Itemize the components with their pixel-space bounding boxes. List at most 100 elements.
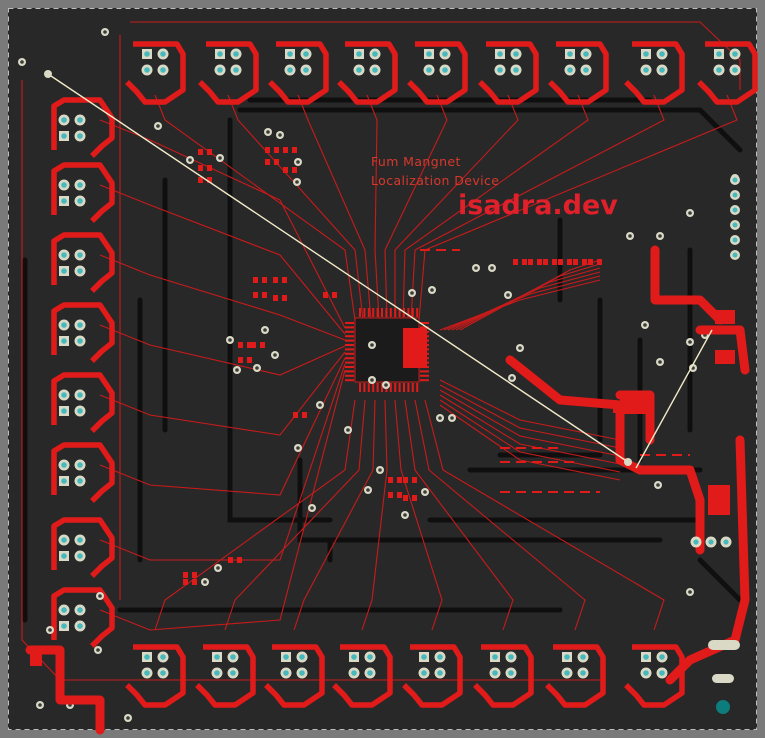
connector-header-left-1[interactable] [51, 97, 115, 158]
connector-copper [125, 644, 186, 708]
signal-trace [451, 267, 601, 331]
via-hole [658, 360, 662, 364]
smd-pad [528, 259, 533, 265]
via-hole [643, 323, 647, 327]
via-hole [510, 376, 514, 380]
signal-trace [439, 404, 621, 481]
connector-header-top-4[interactable] [337, 41, 398, 105]
signal-trace [99, 254, 346, 341]
via-hole [688, 590, 692, 594]
ic-pin [385, 308, 388, 317]
smd-pad [397, 477, 402, 483]
smd-pad [183, 579, 188, 585]
via-hole [156, 124, 160, 128]
ic-pin [345, 322, 354, 324]
top-connector-row[interactable] [125, 41, 758, 105]
connector-header-bottom-5[interactable] [402, 644, 463, 708]
drill-hole [61, 462, 67, 468]
connector-header-bottom-8[interactable] [624, 644, 685, 708]
via-hole [628, 234, 632, 238]
ratsnest-line [635, 329, 713, 469]
connector-header-top-1[interactable] [125, 41, 186, 105]
drill-hole [160, 67, 166, 73]
connector-header-top-8[interactable] [624, 41, 685, 105]
drill-hole [659, 654, 665, 660]
drill-hole [214, 654, 220, 660]
drill-hole [77, 408, 83, 414]
smd-pad [323, 292, 328, 298]
drill-hole [77, 182, 83, 188]
ratsnest-airwires [44, 70, 713, 469]
connector-header-bottom-7[interactable] [545, 644, 606, 708]
signal-trace [394, 399, 443, 631]
ic-pin [416, 308, 419, 317]
drill-hole [214, 670, 220, 676]
smd-pad [537, 259, 542, 265]
drill-hole [351, 654, 357, 660]
connector-header-left-6[interactable] [51, 442, 115, 503]
signal-trace [443, 275, 601, 331]
connector-header-left-8[interactable] [51, 587, 115, 648]
smd-pad [412, 357, 417, 363]
via-hole [423, 490, 427, 494]
slot-pad [712, 674, 734, 683]
left-connector-column[interactable] [51, 97, 115, 648]
via-hole [203, 580, 207, 584]
connector-header-left-2[interactable] [51, 162, 115, 223]
drill-hole [356, 51, 362, 57]
power-trace [635, 465, 705, 555]
drill-hole [61, 182, 67, 188]
ic-pin [345, 326, 354, 329]
connector-header-top-3[interactable] [268, 41, 329, 105]
smd-pad [403, 357, 408, 363]
connector-header-left-7[interactable] [51, 517, 115, 578]
bottom-connector-row[interactable] [125, 644, 685, 708]
via-hole [656, 483, 660, 487]
ic-pin [359, 383, 361, 392]
connector-header-bottom-6[interactable] [473, 644, 534, 708]
connector-header-top-6[interactable] [478, 41, 539, 105]
via-hole [318, 403, 322, 407]
drill-hole [287, 51, 293, 57]
smd-pad [192, 572, 197, 578]
right-pin-header[interactable] [730, 175, 740, 260]
drill-hole [77, 623, 83, 629]
drill-hole [77, 133, 83, 139]
drill-hole [299, 654, 305, 660]
drill-hole [492, 654, 498, 660]
connector-header-bottom-1[interactable] [125, 644, 186, 708]
signal-traces [21, 21, 741, 681]
connector-header-left-3[interactable] [51, 232, 115, 293]
ic-pin [345, 357, 354, 360]
drill-hole [497, 51, 503, 57]
smd-pad [388, 477, 393, 483]
connector-copper [268, 41, 329, 105]
main-microcontroller[interactable] [345, 308, 429, 392]
connector-header-left-4[interactable] [51, 302, 115, 363]
connector-header-top-2[interactable] [198, 41, 259, 105]
connector-header-top-5[interactable] [407, 41, 468, 105]
drill-hole [233, 51, 239, 57]
signal-trace [224, 399, 366, 631]
ic-pin [345, 344, 354, 346]
connector-copper [51, 97, 115, 158]
connector-header-bottom-2[interactable] [195, 644, 256, 708]
connector-copper [51, 372, 115, 433]
drill-hole [426, 67, 432, 73]
drill-hole [61, 408, 67, 414]
connector-header-top-7[interactable] [548, 41, 609, 105]
connector-header-bottom-3[interactable] [264, 644, 325, 708]
drill-hole [160, 654, 166, 660]
ic-pin [345, 352, 354, 355]
smd-pad [183, 572, 188, 578]
drill-hole [233, 67, 239, 73]
connector-header-left-5[interactable] [51, 372, 115, 433]
connector-header-bottom-4[interactable] [332, 644, 393, 708]
drill-hole [580, 670, 586, 676]
drill-hole [693, 539, 699, 545]
connector-header-top-9[interactable] [697, 41, 758, 105]
signal-trace [99, 363, 346, 561]
drill-hole [567, 67, 573, 73]
